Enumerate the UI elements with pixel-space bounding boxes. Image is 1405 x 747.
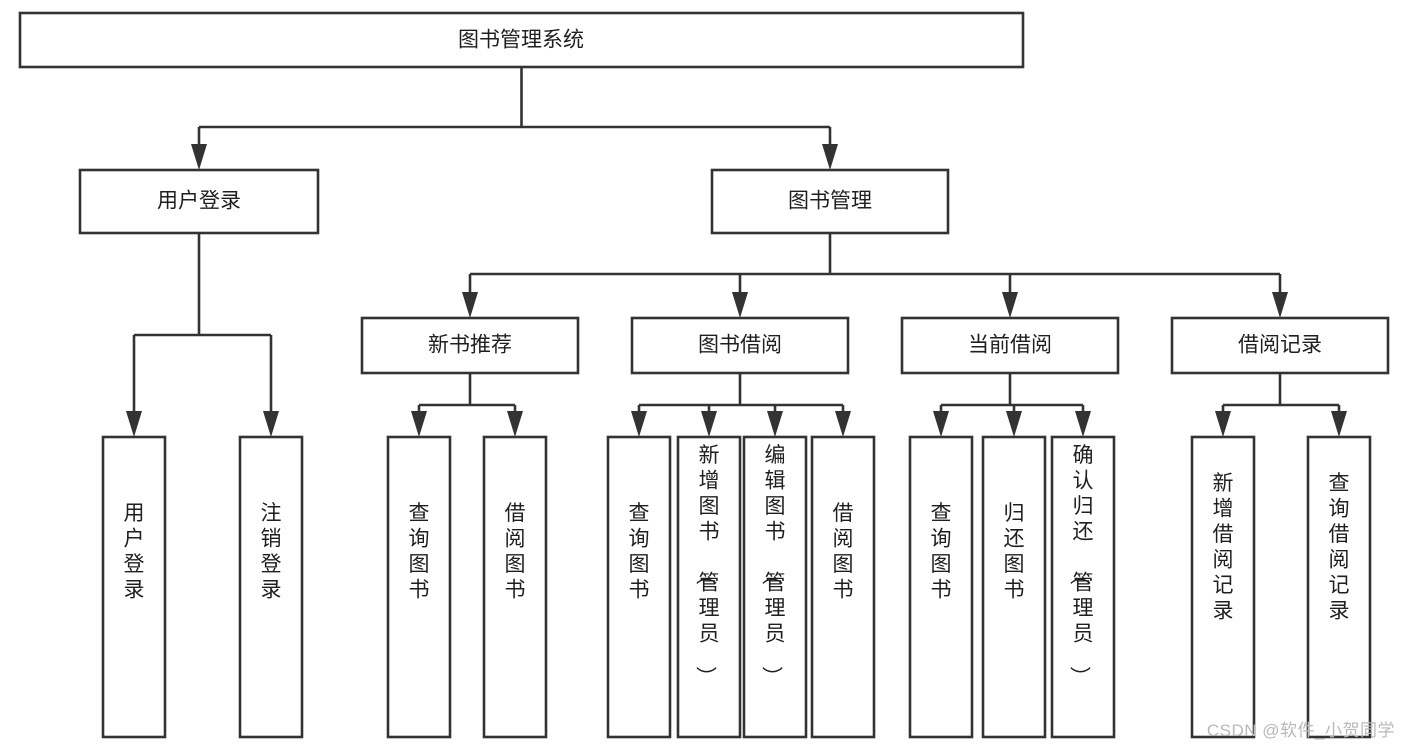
node-leaf-borrow-book-recommend-label: 借阅图书 bbox=[505, 502, 526, 602]
connector-root-to-level2 bbox=[191, 67, 838, 170]
node-root-label: 图书管理系统 bbox=[458, 29, 584, 52]
node-new-book-recommend-label: 新书推荐 bbox=[428, 334, 512, 357]
node-borrow-record-label: 借阅记录 bbox=[1238, 334, 1322, 357]
arrow-head-currentborrow-leaf1 bbox=[933, 411, 949, 437]
node-leaf-add-book[interactable]: 新增图书（管理员） bbox=[676, 435, 742, 739]
node-leaf-confirm-return-label: 确认归还（管理员） bbox=[1068, 444, 1094, 687]
node-user-login-box[interactable] bbox=[78, 168, 320, 235]
arrow-head-newbook-leaf1 bbox=[411, 411, 427, 437]
arrow-head-user-login bbox=[191, 144, 207, 170]
arrow-head-bookborrow-leaf3 bbox=[767, 411, 783, 437]
node-leaf-query-borrow-record[interactable]: 查询借阅记录 bbox=[1306, 435, 1372, 739]
arrow-head-leaf-logout bbox=[263, 411, 279, 437]
node-leaf-add-borrow-record-label: 新增借阅记录 bbox=[1213, 472, 1234, 623]
node-leaf-return-book-box[interactable] bbox=[981, 435, 1047, 739]
node-book-management-box[interactable] bbox=[710, 168, 950, 235]
arrow-head-bookborrow-leaf4 bbox=[835, 411, 851, 437]
node-user-login[interactable]: 用户登录 bbox=[78, 168, 320, 235]
csdn-watermark: CSDN @软件_小贺同学 bbox=[1206, 721, 1395, 740]
arrow-head-bookborrow-leaf2 bbox=[701, 411, 717, 437]
node-leaf-edit-book-box[interactable] bbox=[742, 435, 808, 739]
node-leaf-return-book-label: 归还图书 bbox=[1004, 502, 1025, 602]
node-leaf-borrow-book[interactable]: 借阅图书 bbox=[810, 435, 876, 739]
arrow-head-borrowrecord-leaf2 bbox=[1331, 411, 1347, 437]
node-leaf-borrow-book-recommend-box[interactable] bbox=[482, 435, 548, 739]
arrow-head-current-borrow bbox=[1002, 292, 1018, 318]
node-leaf-borrow-book-label: 借阅图书 bbox=[833, 502, 854, 602]
node-leaf-borrow-book-box[interactable] bbox=[810, 435, 876, 739]
node-leaf-user-login-label: 用户登录 bbox=[124, 502, 145, 602]
node-book-management-label: 图书管理 bbox=[788, 190, 872, 213]
node-user-login-label: 用户登录 bbox=[157, 190, 241, 213]
connector-currentborrow-to-leaves bbox=[933, 373, 1091, 437]
node-leaf-user-login-box[interactable] bbox=[101, 435, 167, 739]
connector-userlogin-to-leaves bbox=[126, 233, 279, 437]
arrow-head-bookborrow-leaf1 bbox=[631, 411, 647, 437]
arrow-head-currentborrow-leaf3 bbox=[1075, 411, 1091, 437]
node-leaf-query-borrow-record-box[interactable] bbox=[1306, 435, 1372, 739]
node-leaf-edit-book[interactable]: 编辑图书（管理员） bbox=[742, 435, 808, 739]
node-book-borrow-box[interactable] bbox=[630, 316, 850, 375]
node-leaf-confirm-return-box[interactable] bbox=[1050, 435, 1116, 739]
node-leaf-query-book-current-box[interactable] bbox=[908, 435, 974, 739]
node-current-borrow-label: 当前借阅 bbox=[968, 334, 1052, 357]
arrow-head-borrow-record bbox=[1272, 292, 1288, 318]
node-root[interactable]: 图书管理系统 bbox=[18, 11, 1025, 69]
node-leaf-return-book[interactable]: 归还图书 bbox=[981, 435, 1047, 739]
node-leaf-add-book-label: 新增图书（管理员） bbox=[694, 444, 720, 687]
node-leaf-query-book-borrow-label: 查询图书 bbox=[629, 502, 650, 602]
node-current-borrow[interactable]: 当前借阅 bbox=[900, 316, 1120, 375]
connector-bookborrow-to-leaves bbox=[631, 373, 851, 437]
node-leaf-user-login[interactable]: 用户登录 bbox=[101, 435, 167, 739]
arrow-head-book-management bbox=[822, 144, 838, 170]
node-leaf-borrow-book-recommend[interactable]: 借阅图书 bbox=[482, 435, 548, 739]
arrow-head-currentborrow-leaf2 bbox=[1006, 411, 1022, 437]
node-leaf-add-book-box[interactable] bbox=[676, 435, 742, 739]
node-book-borrow[interactable]: 图书借阅 bbox=[630, 316, 850, 375]
node-leaf-query-book-recommend-label: 查询图书 bbox=[409, 502, 430, 602]
connector-newbook-to-leaves bbox=[411, 373, 523, 437]
node-book-borrow-label: 图书借阅 bbox=[698, 334, 782, 357]
arrow-head-leaf-user-login bbox=[126, 411, 142, 437]
node-current-borrow-box[interactable] bbox=[900, 316, 1120, 375]
node-leaf-edit-book-label: 编辑图书（管理员） bbox=[760, 444, 786, 687]
connector-bookmgmt-to-level3 bbox=[462, 233, 1288, 318]
node-leaf-query-book-current-label: 查询图书 bbox=[931, 502, 952, 602]
node-leaf-add-borrow-record[interactable]: 新增借阅记录 bbox=[1190, 435, 1256, 739]
node-new-book-recommend[interactable]: 新书推荐 bbox=[360, 316, 580, 375]
node-leaf-confirm-return[interactable]: 确认归还（管理员） bbox=[1050, 435, 1116, 739]
arrow-head-book-borrow bbox=[732, 292, 748, 318]
node-leaf-logout-label: 注销登录 bbox=[261, 502, 282, 602]
node-leaf-logout[interactable]: 注销登录 bbox=[238, 435, 304, 739]
arrow-head-new-book-recommend bbox=[462, 292, 478, 318]
node-leaf-add-borrow-record-box[interactable] bbox=[1190, 435, 1256, 739]
node-leaf-query-book-recommend-box[interactable] bbox=[386, 435, 452, 739]
node-leaf-query-book-borrow-box[interactable] bbox=[606, 435, 672, 739]
node-leaf-query-book-borrow[interactable]: 查询图书 bbox=[606, 435, 672, 739]
node-borrow-record[interactable]: 借阅记录 bbox=[1170, 316, 1390, 375]
node-new-book-recommend-box[interactable] bbox=[360, 316, 580, 375]
node-borrow-record-box[interactable] bbox=[1170, 316, 1390, 375]
node-leaf-logout-box[interactable] bbox=[238, 435, 304, 739]
node-leaf-query-borrow-record-label: 查询借阅记录 bbox=[1329, 472, 1350, 623]
arrow-head-borrowrecord-leaf1 bbox=[1215, 411, 1231, 437]
node-leaf-query-book-current[interactable]: 查询图书 bbox=[908, 435, 974, 739]
node-root-box[interactable] bbox=[18, 11, 1025, 69]
arrow-head-newbook-leaf2 bbox=[507, 411, 523, 437]
node-book-management[interactable]: 图书管理 bbox=[710, 168, 950, 235]
node-leaf-query-book-recommend[interactable]: 查询图书 bbox=[386, 435, 452, 739]
connector-borrowrecord-to-leaves bbox=[1215, 373, 1347, 437]
